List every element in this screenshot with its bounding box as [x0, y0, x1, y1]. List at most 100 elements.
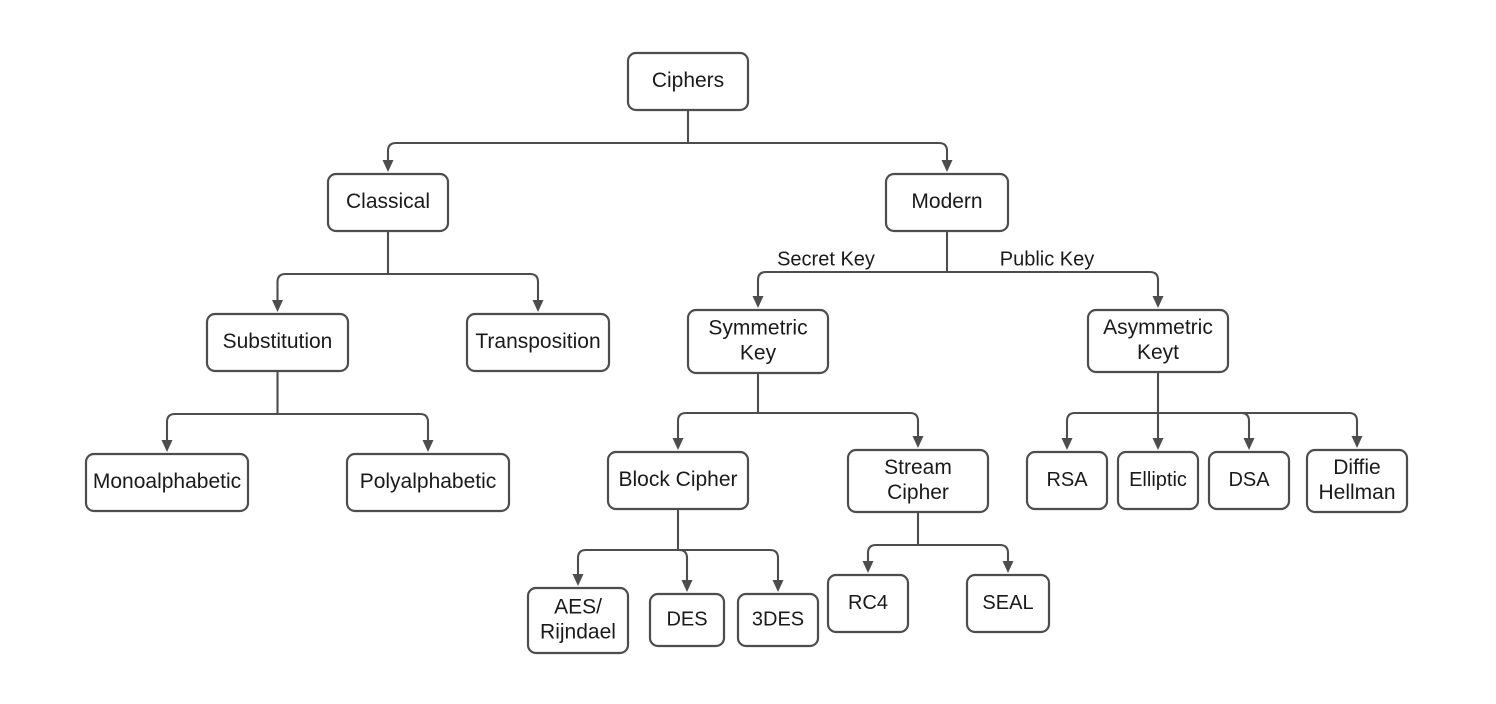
- node-classical[interactable]: Classical: [326, 172, 450, 233]
- node-ciphers[interactable]: Ciphers: [626, 51, 750, 112]
- node-box-monoalphabetic[interactable]: [84, 452, 250, 513]
- node-box-ciphers[interactable]: [626, 51, 750, 112]
- edge-ciphers-to-modern: [686, 141, 949, 164]
- node-label-seal: SEAL: [982, 592, 1033, 614]
- node-label-aes: Rijndael: [540, 621, 616, 644]
- edges-layer: [161, 108, 1363, 592]
- node-box-elliptic[interactable]: [1116, 450, 1200, 511]
- node-label-dsa: DSA: [1228, 469, 1270, 491]
- edge-block-to-aes: [576, 548, 680, 578]
- edge-arrowhead: [1351, 436, 1363, 448]
- node-box-symmetric[interactable]: [686, 308, 830, 375]
- edge-symmetric-to-stream: [756, 411, 920, 440]
- edge-symmetric-to-block: [676, 411, 760, 442]
- node-des[interactable]: DES: [648, 592, 726, 648]
- node-label-diffie: Hellman: [1318, 481, 1395, 504]
- node-label-polyalphabetic: Polyalphabetic: [360, 470, 497, 493]
- node-aes[interactable]: AES/Rijndael: [526, 586, 630, 655]
- edge-stream-to-seal: [916, 543, 1010, 565]
- edge-block-to-des: [676, 548, 689, 584]
- node-polyalphabetic[interactable]: Polyalphabetic: [345, 452, 511, 513]
- edge-modern-to-symmetric: [756, 270, 949, 300]
- node-block[interactable]: Block Cipher: [606, 450, 750, 511]
- node-substitution[interactable]: Substitution: [205, 312, 350, 373]
- node-label-classical: Classical: [346, 190, 430, 213]
- node-elliptic[interactable]: Elliptic: [1116, 450, 1200, 511]
- node-label-asymmetric: Asymmetric: [1103, 316, 1213, 339]
- edge-arrowhead: [422, 440, 434, 452]
- node-label-modern: Modern: [911, 190, 982, 213]
- edge-arrowhead: [382, 160, 394, 172]
- edge-arrowhead: [1002, 561, 1014, 573]
- node-box-rc4[interactable]: [826, 573, 910, 634]
- node-label-block: Block Cipher: [618, 468, 737, 491]
- node-monoalphabetic[interactable]: Monoalphabetic: [84, 452, 250, 513]
- node-box-polyalphabetic[interactable]: [345, 452, 511, 513]
- edge-arrowhead: [772, 580, 784, 592]
- edge-arrowhead: [752, 296, 764, 308]
- secret-key-label: Secret Key: [777, 248, 875, 270]
- edge-arrowhead: [672, 438, 684, 450]
- node-label-diffie: Diffie: [1333, 456, 1380, 479]
- node-box-rsa[interactable]: [1025, 450, 1109, 511]
- node-box-substitution[interactable]: [205, 312, 350, 373]
- node-label-substitution: Substitution: [223, 330, 333, 353]
- node-label-asymmetric: Keyt: [1137, 341, 1179, 364]
- edge-arrowhead: [1061, 438, 1073, 450]
- node-box-aes[interactable]: [526, 586, 630, 655]
- edge-arrowhead: [161, 440, 173, 452]
- edge-arrowhead: [572, 574, 584, 586]
- node-label-3des: 3DES: [752, 608, 804, 630]
- node-label-rsa: RSA: [1046, 469, 1088, 491]
- node-box-stream[interactable]: [846, 448, 990, 514]
- edge-stream-to-rc4: [866, 543, 920, 565]
- node-box-dsa[interactable]: [1207, 450, 1291, 511]
- node-label-rc4: RC4: [848, 592, 888, 614]
- edge-classical-to-transposition: [386, 272, 540, 304]
- edge-asymmetric-to-dsa: [1156, 411, 1251, 442]
- node-box-3des[interactable]: [736, 592, 820, 648]
- edge-classical-to-substitution: [276, 272, 390, 304]
- edge-arrowhead: [272, 300, 283, 312]
- node-box-block[interactable]: [606, 450, 750, 511]
- node-box-modern[interactable]: [884, 172, 1010, 233]
- edge-asymmetric-to-diffie: [1156, 411, 1359, 440]
- public-key-label: Public Key: [1000, 248, 1095, 270]
- node-transposition[interactable]: Transposition: [465, 312, 611, 373]
- node-modern[interactable]: Modern: [884, 172, 1010, 233]
- node-label-elliptic: Elliptic: [1129, 469, 1187, 491]
- edge-labels-layer: Secret Key Public Key: [777, 248, 1094, 270]
- node-rsa[interactable]: RSA: [1025, 450, 1109, 511]
- edge-arrowhead: [681, 580, 693, 592]
- node-box-seal[interactable]: [965, 573, 1051, 634]
- edge-asymmetric-to-rsa: [1065, 411, 1160, 442]
- node-3des[interactable]: 3DES: [736, 592, 820, 648]
- node-box-transposition[interactable]: [465, 312, 611, 373]
- node-label-stream: Stream: [884, 456, 952, 479]
- edge-arrowhead: [941, 160, 953, 172]
- node-box-classical[interactable]: [326, 172, 450, 233]
- node-rc4[interactable]: RC4: [826, 573, 910, 634]
- edge-block-to-3des: [676, 548, 780, 584]
- node-box-diffie[interactable]: [1305, 448, 1409, 514]
- edge-arrowhead: [912, 436, 924, 448]
- edge-modern-to-asymmetric: [945, 270, 1160, 300]
- edge-arrowhead: [862, 561, 874, 573]
- edge-arrowhead: [532, 300, 544, 312]
- node-dsa[interactable]: DSA: [1207, 450, 1291, 511]
- node-label-symmetric: Key: [740, 342, 777, 365]
- node-label-monoalphabetic: Monoalphabetic: [93, 470, 241, 493]
- node-box-des[interactable]: [648, 592, 726, 648]
- node-box-asymmetric[interactable]: [1086, 308, 1230, 374]
- node-label-ciphers: Ciphers: [652, 69, 724, 92]
- node-label-stream: Cipher: [887, 481, 949, 504]
- node-seal[interactable]: SEAL: [965, 573, 1051, 634]
- node-label-des: DES: [666, 608, 707, 630]
